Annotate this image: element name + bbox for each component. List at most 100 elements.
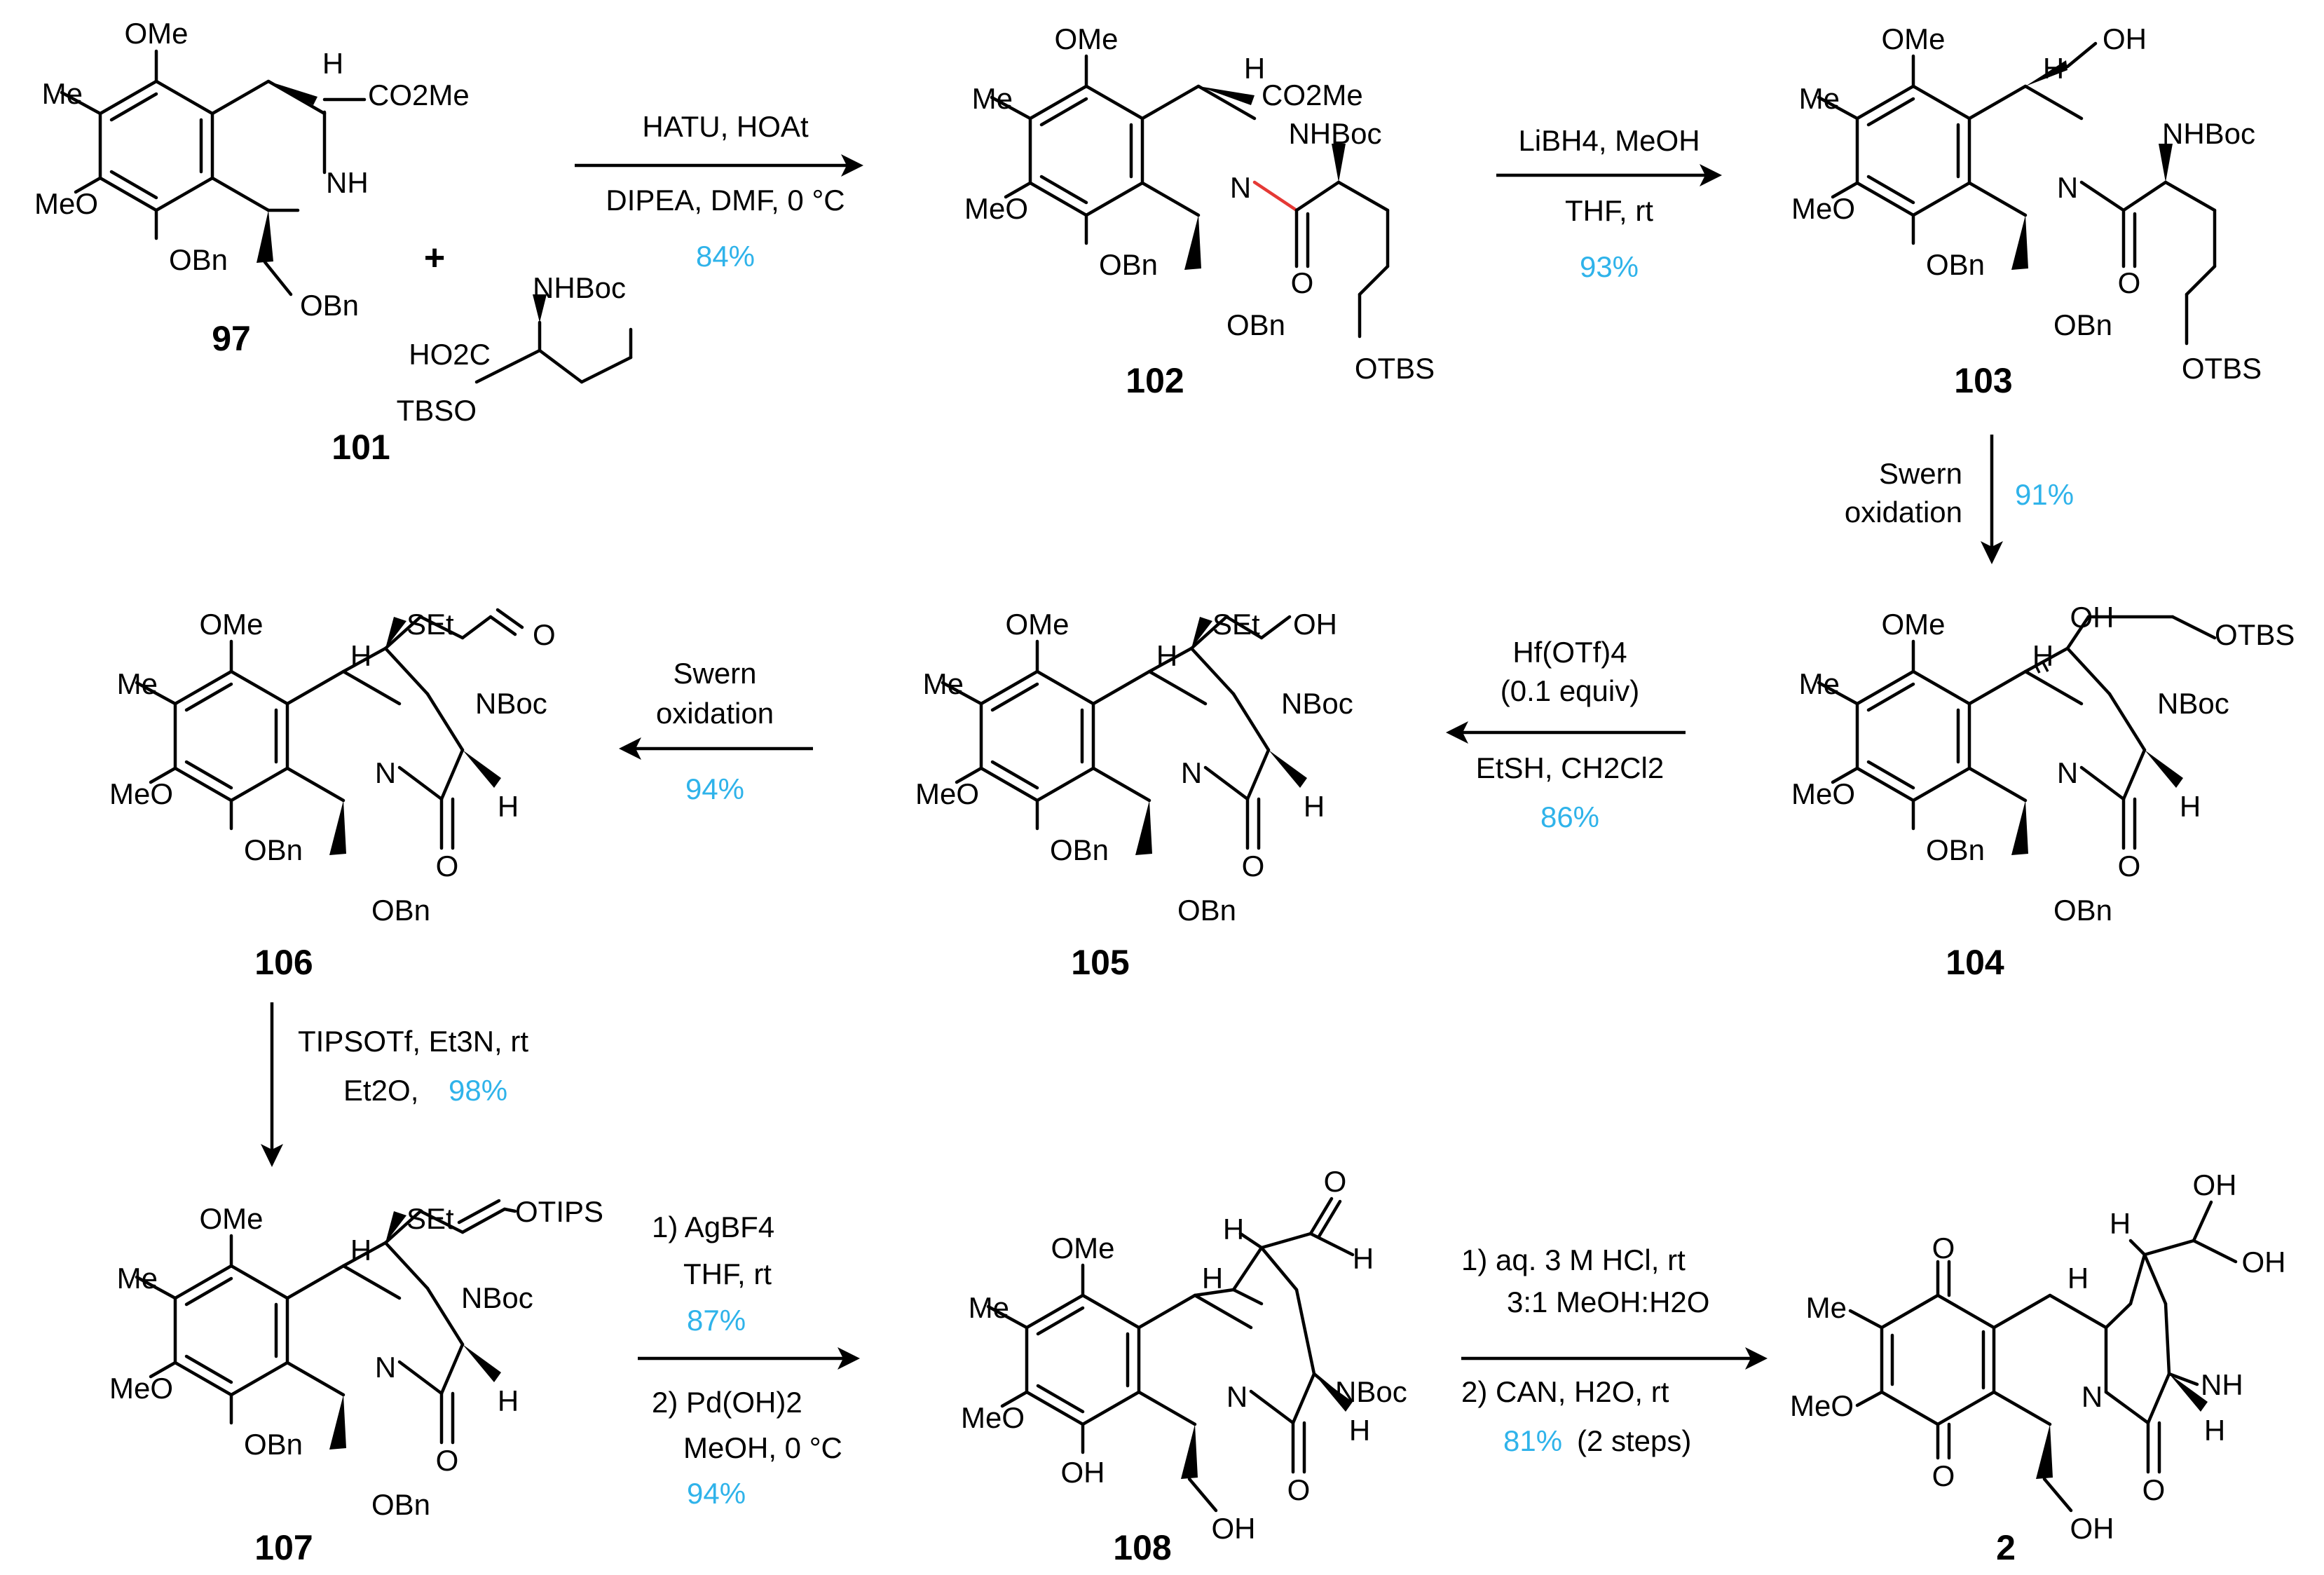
h-label: H bbox=[1244, 52, 1265, 85]
nboc-label: NBoc bbox=[2157, 687, 2229, 720]
compound-2: O O Me MeO OH N H H H OH OH NH O 2 bbox=[1790, 1168, 2286, 1567]
step-6-yield: 98% bbox=[449, 1074, 507, 1107]
me-label: Me bbox=[117, 667, 158, 700]
compound-106: OMe Me MeO OBn OBn N H H SEt O NBoc O 10… bbox=[109, 608, 556, 982]
oh-label: OH bbox=[2070, 601, 2114, 634]
compound-number: 104 bbox=[1946, 943, 2004, 982]
compound-97: OMe Me MeO OBn OBn NH H CO2Me 97 bbox=[34, 17, 470, 358]
reaction-arrow-6: TIPSOTf, Et3N, rt Et2O, 98% bbox=[261, 1002, 528, 1167]
ome-label: OMe bbox=[124, 17, 188, 50]
step-6-condition-2: Et2O, bbox=[343, 1074, 418, 1107]
obn2-label: OBn bbox=[371, 1488, 430, 1521]
meo-label: MeO bbox=[961, 1401, 1025, 1434]
step-5-yield: 94% bbox=[685, 772, 744, 805]
obn-label: OBn bbox=[1926, 248, 1985, 281]
h2-label: H bbox=[2204, 1414, 2225, 1447]
h2-label: H bbox=[498, 790, 519, 823]
compound-number: 102 bbox=[1126, 361, 1184, 400]
step-7-condition-3: 2) Pd(OH)2 bbox=[652, 1386, 802, 1419]
step-2-condition-1: LiBH4, MeOH bbox=[1518, 124, 1700, 157]
ome-label: OMe bbox=[1881, 22, 1945, 55]
me-label: Me bbox=[1799, 82, 1840, 115]
step-3-condition-2: oxidation bbox=[1845, 496, 1962, 529]
tbso-label: TBSO bbox=[397, 394, 477, 427]
nboc-label: NBoc bbox=[1335, 1375, 1407, 1408]
ome-label: OMe bbox=[1051, 1232, 1114, 1264]
step-3-yield: 91% bbox=[2015, 478, 2074, 511]
nboc-label: NBoc bbox=[1281, 687, 1353, 720]
obn-label: OBn bbox=[1050, 833, 1109, 866]
otbs-label: OTBS bbox=[1355, 352, 1435, 385]
ester-label: CO2Me bbox=[368, 79, 470, 111]
meo-label: MeO bbox=[109, 1372, 173, 1405]
otbs-label: OTBS bbox=[2182, 352, 2262, 385]
compound-101: NHBoc HO2C TBSO 101 bbox=[331, 271, 633, 467]
h2-label: H bbox=[498, 1384, 519, 1417]
step-5-condition-1: Swern bbox=[673, 657, 756, 690]
n-label: N bbox=[1230, 171, 1251, 204]
obn2-label: OBn bbox=[1177, 894, 1236, 927]
ome-label: OMe bbox=[1054, 22, 1118, 55]
ester-label: CO2Me bbox=[1262, 79, 1363, 111]
h-label: H bbox=[1202, 1262, 1223, 1295]
compound-105: OMe Me MeO OBn OBn N H H SEt OH NBoc O 1… bbox=[915, 608, 1353, 982]
obn-label: OBn bbox=[244, 1428, 303, 1461]
nboc-label: NBoc bbox=[475, 687, 547, 720]
step-4-condition-3: EtSH, CH2Cl2 bbox=[1476, 751, 1664, 784]
n-label: N bbox=[375, 756, 396, 789]
me-label: Me bbox=[923, 667, 964, 700]
n-label: N bbox=[1181, 756, 1202, 789]
nh-label: NH bbox=[2201, 1368, 2243, 1401]
obn2-label: OBn bbox=[2053, 894, 2112, 927]
step-4-condition-2: (0.1 equiv) bbox=[1501, 674, 1639, 707]
nboc-label: NBoc bbox=[461, 1281, 533, 1314]
compound-number: 101 bbox=[331, 428, 390, 467]
compound-number: 106 bbox=[254, 943, 313, 982]
obn-label: OBn bbox=[244, 833, 303, 866]
aldehyde-h-label: H bbox=[1353, 1242, 1374, 1275]
obn-label: OBn bbox=[1099, 248, 1158, 281]
n-label: N bbox=[1226, 1380, 1248, 1413]
step-1-condition-1: HATU, HOAt bbox=[642, 110, 809, 143]
carbonyl-o-label: O bbox=[1242, 850, 1265, 882]
h-label: H bbox=[322, 47, 343, 80]
step-4-yield: 86% bbox=[1540, 800, 1599, 833]
oh-label: OH bbox=[1293, 608, 1337, 641]
compound-number: 103 bbox=[1954, 361, 2012, 400]
step-8-condition-1: 1) aq. 3 M HCl, rt bbox=[1461, 1243, 1686, 1276]
reaction-arrow-3: Swern oxidation 91% bbox=[1845, 435, 2074, 564]
n-label: N bbox=[2082, 1380, 2103, 1413]
ome-label: OMe bbox=[199, 1202, 263, 1235]
carbonyl-o-label: O bbox=[2142, 1473, 2166, 1506]
compound-number: 2 bbox=[1996, 1528, 2016, 1567]
quinone-o-top: O bbox=[1932, 1232, 1955, 1264]
compound-103: OMe Me MeO OBn OBn N H OH NHBoc O OTBS 1… bbox=[1791, 22, 2262, 400]
obn-label: OBn bbox=[1926, 833, 1985, 866]
h3-label: H bbox=[1223, 1213, 1244, 1246]
acid-label: HO2C bbox=[409, 338, 491, 371]
me-label: Me bbox=[972, 82, 1013, 115]
step-7-condition-2: THF, rt bbox=[683, 1257, 772, 1290]
gem-diol-oh-b: OH bbox=[2242, 1246, 2286, 1279]
set-label: SEt bbox=[406, 608, 454, 641]
carbonyl-o-label: O bbox=[436, 1444, 459, 1477]
reaction-arrow-2: LiBH4, MeOH THF, rt 93% bbox=[1496, 124, 1722, 283]
h2-label: H bbox=[1304, 790, 1325, 823]
reaction-arrow-1: HATU, HOAt DIPEA, DMF, 0 °C 84% bbox=[575, 110, 863, 273]
carbonyl-o-label: O bbox=[1291, 266, 1314, 299]
nhboc-label: NHBoc bbox=[1288, 117, 1381, 150]
step-8-condition-3: 2) CAN, H2O, rt bbox=[1461, 1375, 1669, 1408]
ome-label: OMe bbox=[199, 608, 263, 641]
compound-number: 97 bbox=[212, 319, 251, 358]
h-label: H bbox=[1156, 639, 1177, 672]
step-8-yield: 81% bbox=[1503, 1424, 1562, 1457]
otips-label: OTIPS bbox=[515, 1195, 603, 1228]
h2-label: H bbox=[1349, 1414, 1370, 1447]
compound-108: OMe Me MeO OH OH N H H H O H NBoc O 108 bbox=[961, 1165, 1407, 1567]
h3-label: H bbox=[2110, 1207, 2131, 1240]
nhboc-label: NHBoc bbox=[533, 271, 626, 304]
meo-label: MeO bbox=[1791, 777, 1855, 810]
plus-sign: + bbox=[424, 238, 445, 278]
obn2-label: OBn bbox=[2053, 308, 2112, 341]
